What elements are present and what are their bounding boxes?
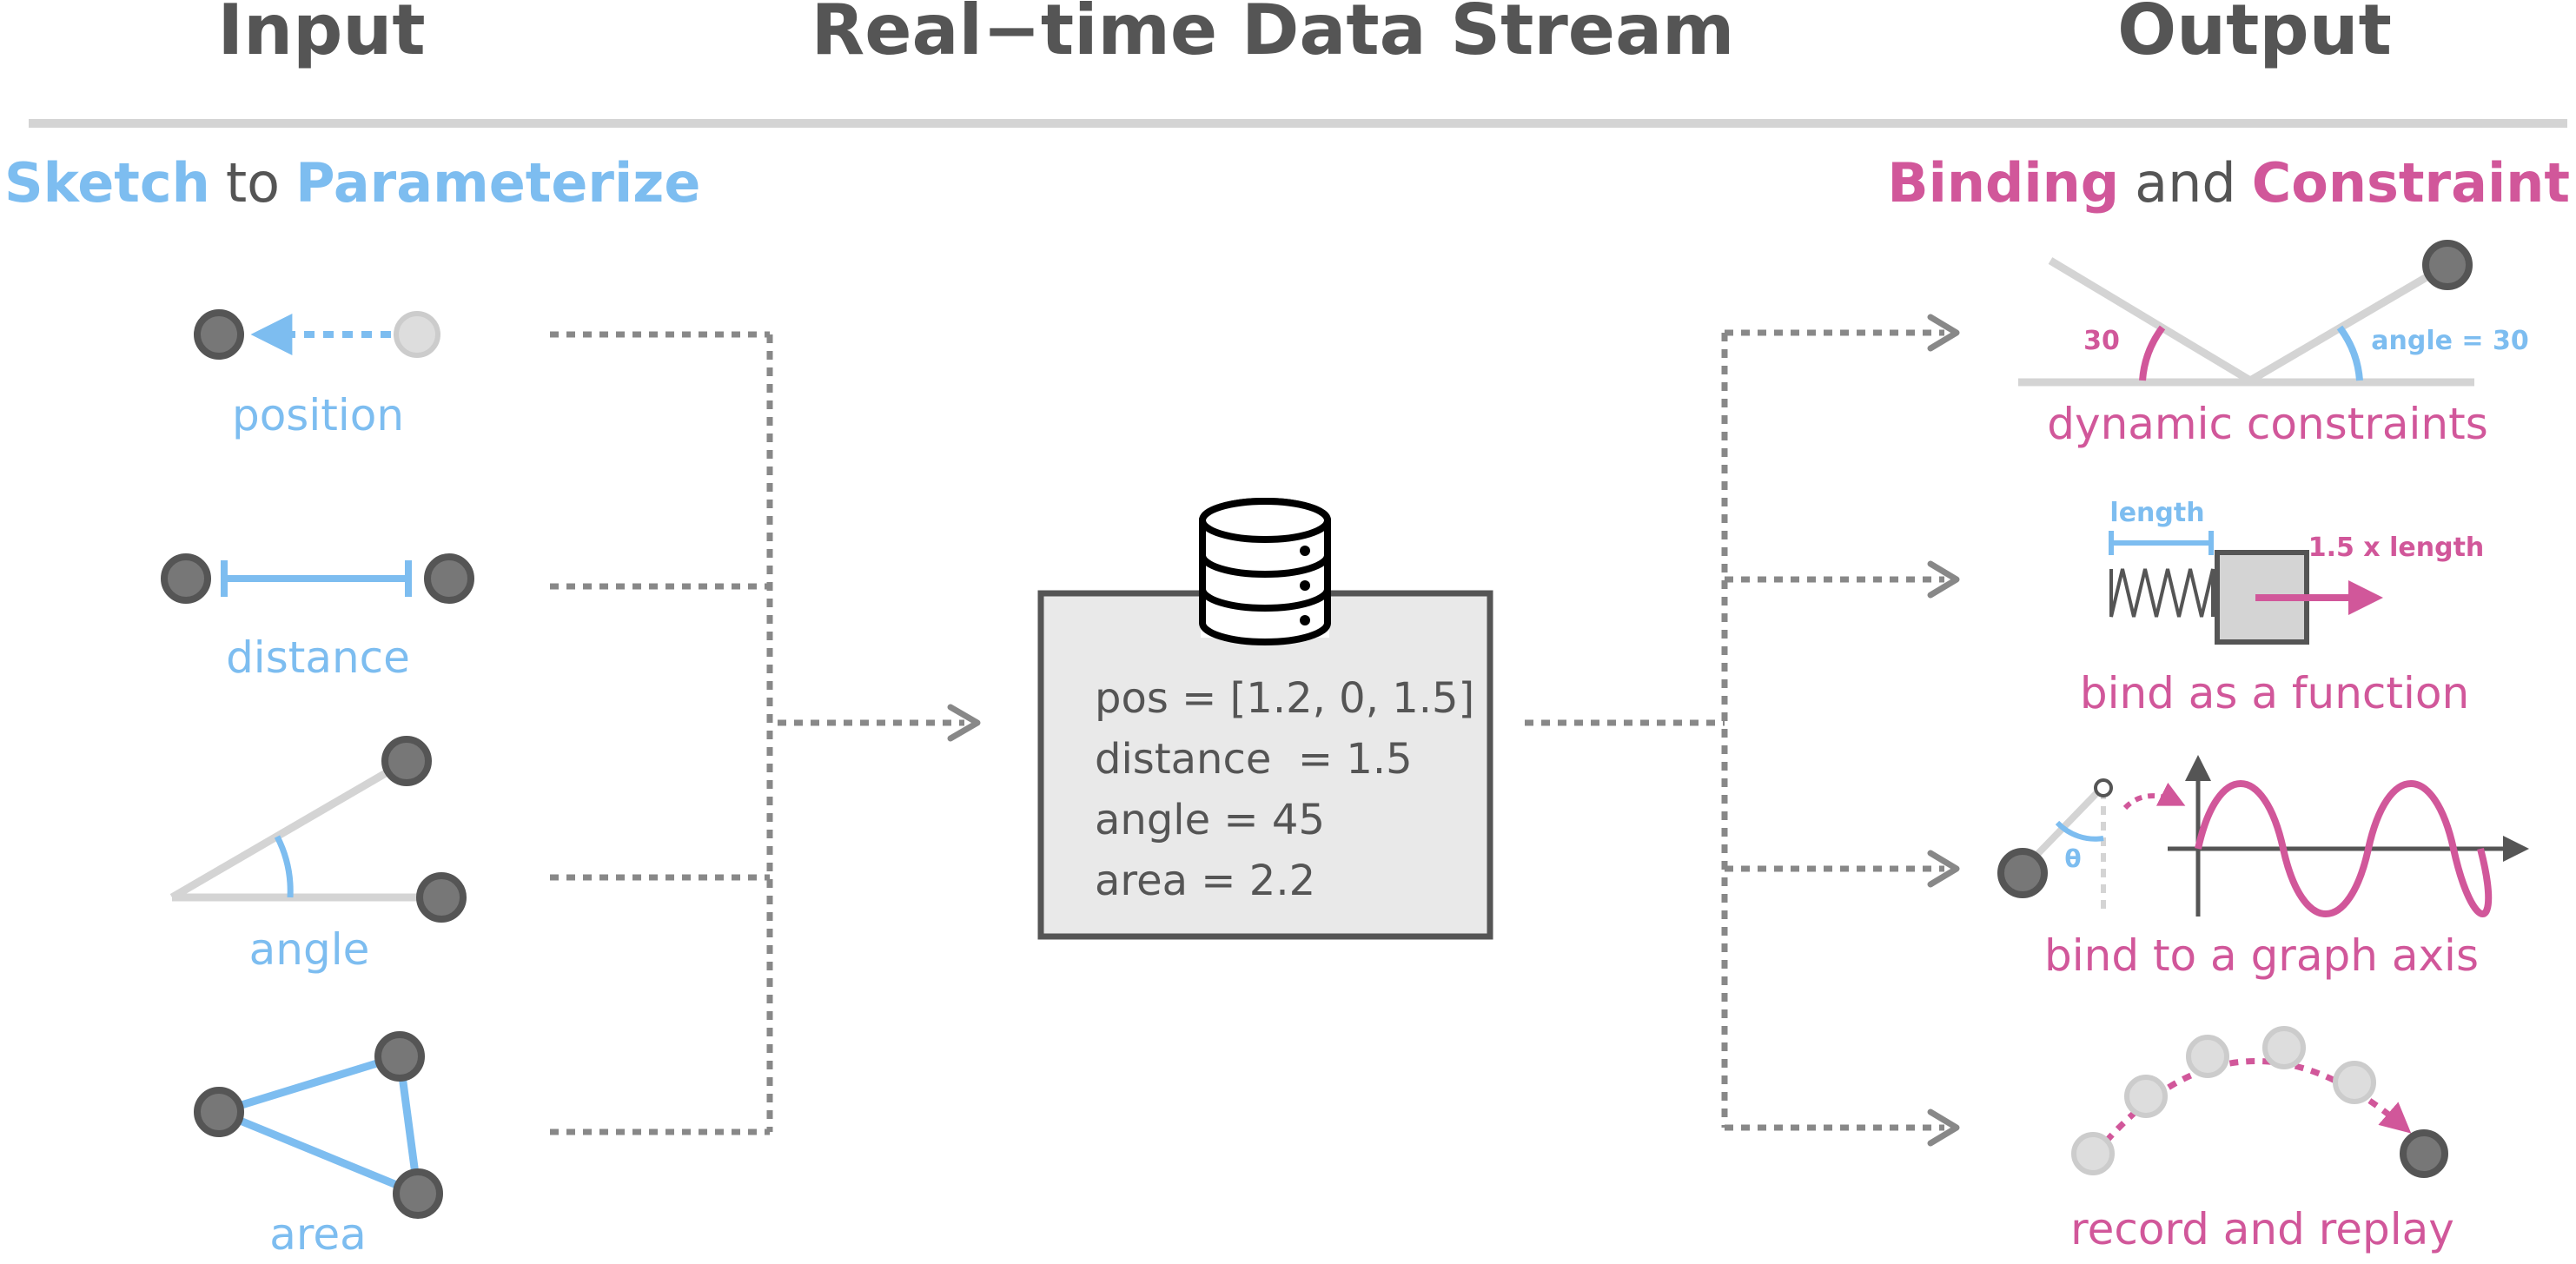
- area-triangle: [207, 1051, 423, 1201]
- theta-label: θ: [2064, 844, 2081, 873]
- replay-ghost-3: [2186, 1035, 2229, 1078]
- pendulum-arc: [2055, 820, 2104, 842]
- input-connector-arrow: [947, 704, 981, 742]
- dynamic-constraints-glyph: 30 angle = 30: [2018, 240, 2529, 387]
- constraint-left-value: 30: [2083, 326, 2120, 356]
- replay-ghost-1: [2071, 1132, 2115, 1175]
- header-output: Output: [2117, 0, 2392, 70]
- constraint-node: [2422, 240, 2473, 290]
- replay-node-final: [2400, 1129, 2448, 1178]
- graph-link-arrow: [2122, 782, 2186, 811]
- record-replay-label: record and replay: [2070, 1204, 2454, 1254]
- length-label: length: [2109, 498, 2204, 528]
- dynamic-constraints-label: dynamic constraints: [2047, 399, 2488, 449]
- subtitle-to: to: [226, 151, 280, 215]
- subtitle-sketch: Sketch: [4, 151, 210, 215]
- pivot-node: [2094, 778, 2113, 797]
- distance-node-a: [161, 553, 211, 604]
- area-label: area: [269, 1209, 367, 1260]
- record-replay-glyph: [2071, 1026, 2448, 1178]
- bind-function-glyph: length 1.5 x length: [2109, 498, 2485, 645]
- data-line-distance: distance = 1.5: [1095, 735, 1413, 784]
- length-result-label: 1.5 x length: [2308, 533, 2485, 563]
- area-node-b: [374, 1031, 425, 1082]
- output-connectors: [1525, 329, 1944, 1131]
- area-glyph: [194, 1031, 443, 1219]
- data-box: pos = [1.2, 0, 1.5] distance = 1.5 angle…: [1037, 498, 1493, 940]
- data-box-frame: [1037, 590, 1493, 940]
- subtitle-binding: Binding: [1887, 151, 2119, 215]
- data-line-angle: angle = 45: [1095, 796, 1325, 844]
- output-connector-arrows: [1927, 314, 1960, 1147]
- subtitle-and: and: [2135, 151, 2236, 215]
- header-stream: Real−time Data Stream: [811, 0, 1735, 70]
- data-line-area: area = 2.2: [1095, 857, 1315, 905]
- constraint-arc-right: [2336, 325, 2363, 381]
- subtitle-parameterize: Parameterize: [295, 151, 700, 215]
- bind-function-label: bind as a function: [2080, 668, 2469, 718]
- area-node-a: [194, 1087, 244, 1137]
- constraint-arc-left: [2139, 325, 2166, 381]
- position-start-node: [394, 311, 440, 358]
- replay-ghost-5: [2333, 1061, 2376, 1104]
- angle-glyph: [169, 736, 467, 923]
- constraint-right-value: angle = 30: [2371, 326, 2528, 356]
- angle-node-top: [381, 736, 432, 786]
- area-node-c: [393, 1168, 443, 1219]
- bind-graph-glyph: θ: [1997, 755, 2529, 917]
- spring-icon: [2109, 568, 2215, 618]
- position-label: position: [232, 390, 404, 440]
- bind-graph-label: bind to a graph axis: [2044, 930, 2479, 981]
- distance-glyph: [161, 553, 474, 604]
- subtitle-constraint: Constraint: [2252, 151, 2570, 215]
- distance-node-b: [424, 553, 474, 604]
- data-line-pos: pos = [1.2, 0, 1.5]: [1095, 674, 1474, 723]
- distance-label: distance: [226, 632, 410, 683]
- sine-wave: [2195, 780, 2493, 917]
- angle-arc: [274, 835, 294, 898]
- pendulum-bob: [1997, 848, 2048, 898]
- database-icon: [1199, 498, 1331, 645]
- position-end-node: [194, 309, 244, 360]
- input-connectors: [550, 331, 964, 1135]
- replay-ghost-2: [2124, 1075, 2168, 1118]
- angle-label: angle: [249, 924, 370, 975]
- angle-node-right: [416, 872, 467, 923]
- position-glyph: [194, 309, 440, 360]
- replay-ghost-4: [2262, 1026, 2306, 1069]
- header-input: Input: [217, 0, 425, 70]
